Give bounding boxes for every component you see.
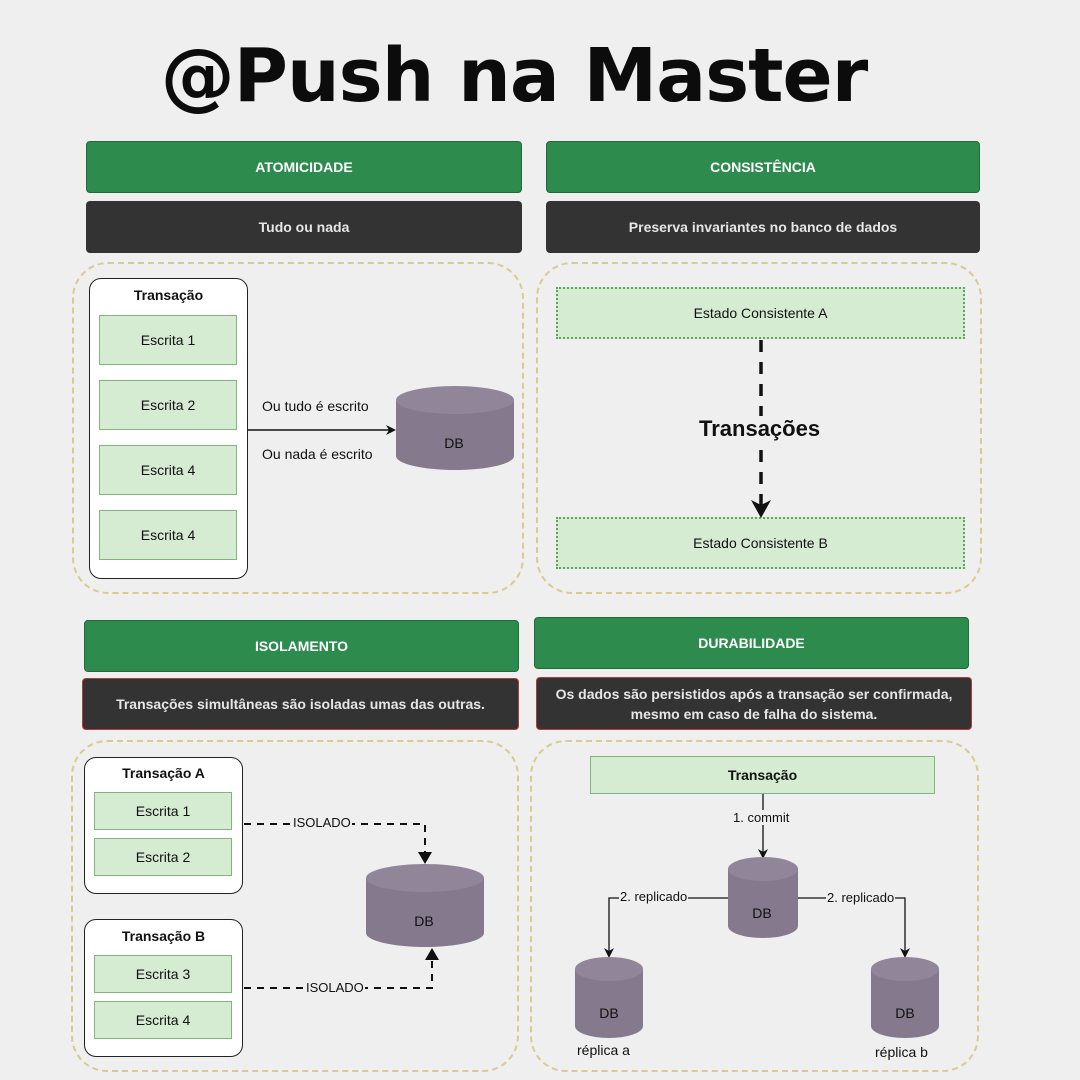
commit-label: 1. commit bbox=[732, 810, 791, 825]
isolamento-description: Transações simultâneas são isoladas umas… bbox=[82, 678, 519, 730]
replicated-label-b: 2. replicado bbox=[826, 890, 896, 905]
write-item: Escrita 4 bbox=[99, 510, 237, 560]
durabilidade-description: Os dados são persistidos após a transaçã… bbox=[536, 677, 972, 730]
transaction-a-title: Transação A bbox=[122, 765, 205, 781]
isolado-label-b: ISOLADO bbox=[305, 980, 365, 995]
transaction-b-title: Transação B bbox=[121, 928, 206, 944]
write-item: Escrita 1 bbox=[94, 792, 232, 830]
consistencia-arrow-head bbox=[751, 500, 771, 518]
replica-b-label: réplica b bbox=[875, 1044, 928, 1060]
write-item: Escrita 2 bbox=[99, 380, 237, 430]
isolado-connector-b bbox=[244, 954, 433, 989]
write-item: Escrita 3 bbox=[94, 955, 232, 993]
write-item: Escrita 4 bbox=[94, 1001, 232, 1039]
replica-a-label: réplica a bbox=[577, 1042, 630, 1058]
atomicidade-description: Tudo ou nada bbox=[86, 201, 522, 253]
durabilidade-db-replica-b: DB bbox=[871, 957, 939, 1038]
write-item: Escrita 1 bbox=[99, 315, 237, 365]
isolamento-panel bbox=[71, 740, 519, 1072]
durabilidade-transaction: Transação bbox=[590, 756, 935, 794]
write-item: Escrita 4 bbox=[99, 445, 237, 495]
db-label: DB bbox=[895, 1005, 914, 1021]
label-all-written: Ou tudo é escrito bbox=[262, 398, 369, 414]
db-label: DB bbox=[414, 913, 433, 929]
atomicidade-header: ATOMICIDADE bbox=[86, 141, 522, 193]
durabilidade-db-main: DB bbox=[728, 857, 798, 938]
isolado-label-a: ISOLADO bbox=[292, 815, 352, 830]
consistencia-panel bbox=[536, 262, 982, 594]
replicate-arrow-a bbox=[604, 897, 728, 958]
write-item: Escrita 2 bbox=[94, 838, 232, 876]
durabilidade-description-line2: mesmo em caso de falha do sistema. bbox=[630, 705, 878, 722]
page-title: @Push na Master bbox=[160, 33, 868, 119]
consistencia-description: Preserva invariantes no banco de dados bbox=[546, 201, 980, 253]
isolamento-db: DB bbox=[366, 864, 484, 947]
replicate-arrow-b bbox=[797, 897, 910, 958]
state-b: Estado Consistente B bbox=[556, 517, 965, 569]
consistencia-header: CONSISTÊNCIA bbox=[546, 141, 980, 193]
atomicidade-panel bbox=[72, 262, 524, 594]
durabilidade-panel bbox=[530, 740, 979, 1072]
atomicidade-db: DB bbox=[396, 386, 514, 470]
durabilidade-header: DURABILIDADE bbox=[534, 617, 969, 669]
transitions-label: Transações bbox=[697, 416, 823, 442]
durabilidade-description-line1: Os dados são persistidos após a transaçã… bbox=[555, 685, 953, 702]
db-label: DB bbox=[599, 1005, 618, 1021]
db-label: DB bbox=[752, 905, 771, 921]
transaction-title: Transação bbox=[133, 287, 204, 303]
label-none-written: Ou nada é escrito bbox=[262, 446, 373, 462]
isolamento-header: ISOLAMENTO bbox=[84, 620, 519, 672]
replicated-label-a: 2. replicado bbox=[619, 889, 689, 904]
db-label: DB bbox=[444, 435, 463, 451]
state-a: Estado Consistente A bbox=[556, 287, 965, 339]
durabilidade-db-replica-a: DB bbox=[575, 957, 643, 1038]
